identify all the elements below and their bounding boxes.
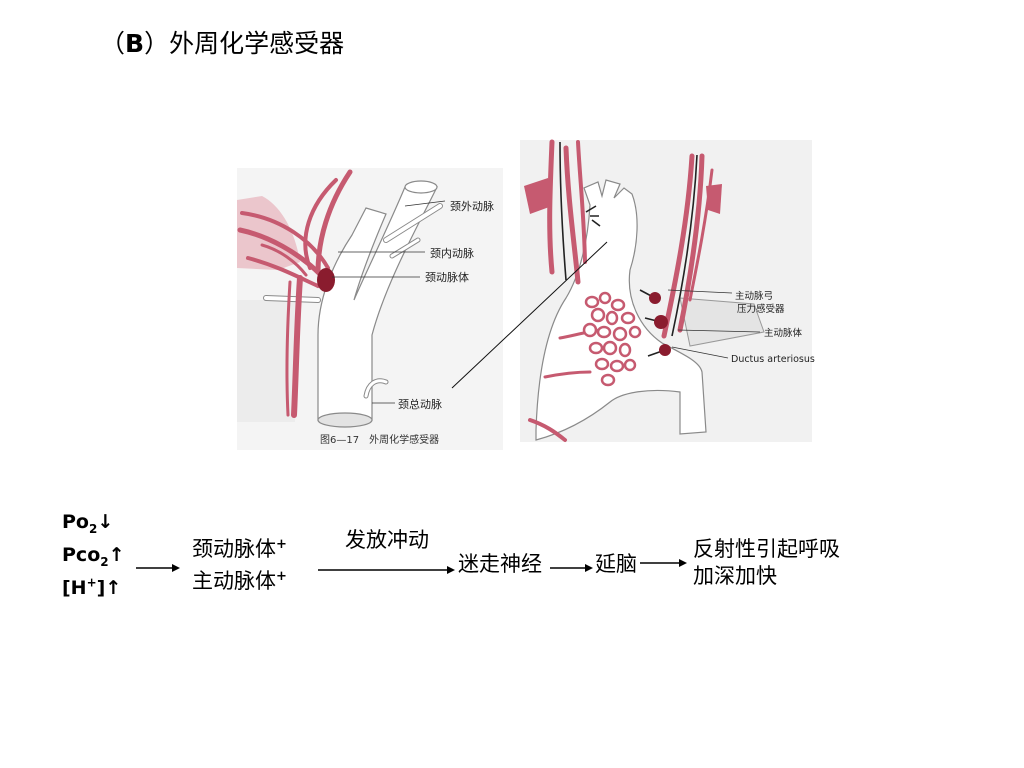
- stimulus-po2-sub: 2: [88, 521, 98, 536]
- label-internal-carotid: 颈内动脉: [430, 246, 474, 260]
- stimulus-pco2-sub: 2: [100, 554, 109, 569]
- result-line-2: 加深加快: [693, 564, 777, 588]
- result-line-1: 反射性引起呼吸: [693, 537, 840, 561]
- slide-title: （B）外周化学感受器: [100, 31, 344, 56]
- label-aortic-body: 主动脉体: [764, 327, 803, 339]
- arrow-stimuli-to-receptors: [136, 564, 180, 572]
- stimulus-po2: Po2↓: [62, 511, 114, 535]
- label-aortic-arch: 主动脉弓: [735, 290, 773, 302]
- receptor-aortic-sup: +: [276, 569, 287, 584]
- receptor-carotid-sup: +: [276, 537, 287, 552]
- impulse-label: 发放冲动: [345, 528, 429, 552]
- label-external-carotid: 颈外动脉: [450, 199, 494, 213]
- receptor-carotid-text: 颈动脉体: [192, 537, 276, 561]
- stimulus-h-base: [H: [62, 577, 87, 599]
- common-carotid-lumen: [317, 412, 373, 428]
- stimulus-pco2-base: Pco: [62, 544, 101, 566]
- aortic-body-1: [649, 292, 661, 304]
- carotid-illustration: 颈外动脉 颈内动脉 颈动脉体 颈总动脉 图6—17 外周化学感受器: [237, 168, 503, 450]
- aortic-illustration: 主动脉弓 压力感受器 主动脉体 Ductus arteriosus: [520, 139, 815, 442]
- title-text: ）外周化学感受器: [144, 29, 345, 58]
- figure-caption: 图6—17 外周化学感受器: [320, 433, 439, 446]
- arrow-receptors-to-nerve: [318, 566, 455, 574]
- arrow-nerve-to-medulla: [550, 564, 593, 572]
- aortic-body-3: [659, 344, 671, 356]
- carotid-branches: [263, 203, 443, 399]
- label-common-carotid: 颈总动脉: [398, 397, 442, 411]
- flow-arrows: [136, 559, 687, 574]
- aortic-pink-patch-left: [524, 178, 552, 214]
- title-paren-open: （: [100, 29, 126, 58]
- title-letter: B: [125, 29, 145, 58]
- stimulus-h-suffix: ]↑: [96, 577, 122, 599]
- carotid-panel-shade: [237, 300, 295, 422]
- receptor-aortic-body: 主动脉体+: [192, 569, 287, 593]
- carotid-body: [317, 268, 335, 292]
- arrow-medulla-to-result: [640, 559, 687, 567]
- label-ductus-arteriosus: Ductus arteriosus: [731, 354, 815, 365]
- capillary-network: [582, 291, 642, 387]
- up-arrow-icon: ↑: [108, 544, 125, 566]
- external-carotid-lumen: [404, 180, 438, 194]
- label-carotid-body: 颈动脉体: [425, 270, 469, 284]
- aortic-leader-lines: [667, 289, 761, 359]
- medulla-label: 延脑: [595, 552, 637, 576]
- down-arrow-icon: ↓: [97, 511, 114, 533]
- vagus-nerve-label: 迷走神经: [458, 552, 542, 576]
- receptor-aortic-text: 主动脉体: [192, 569, 276, 593]
- carotid-nerve-vessels: [237, 169, 353, 418]
- receptor-carotid-body: 颈动脉体+: [192, 537, 287, 561]
- label-baroreceptor: 压力感受器: [737, 303, 785, 315]
- pointer-line: [451, 241, 608, 389]
- stimulus-po2-base: Po: [62, 511, 89, 533]
- carotid-leader-lines: [332, 200, 446, 404]
- stimulus-h-sup: +: [86, 575, 97, 590]
- stimulus-h-ion: [H+]↑: [62, 575, 122, 599]
- aortic-bodies: [649, 292, 671, 356]
- stimulus-pco2: Pco2↑: [62, 544, 125, 568]
- aortic-body-2: [654, 315, 668, 329]
